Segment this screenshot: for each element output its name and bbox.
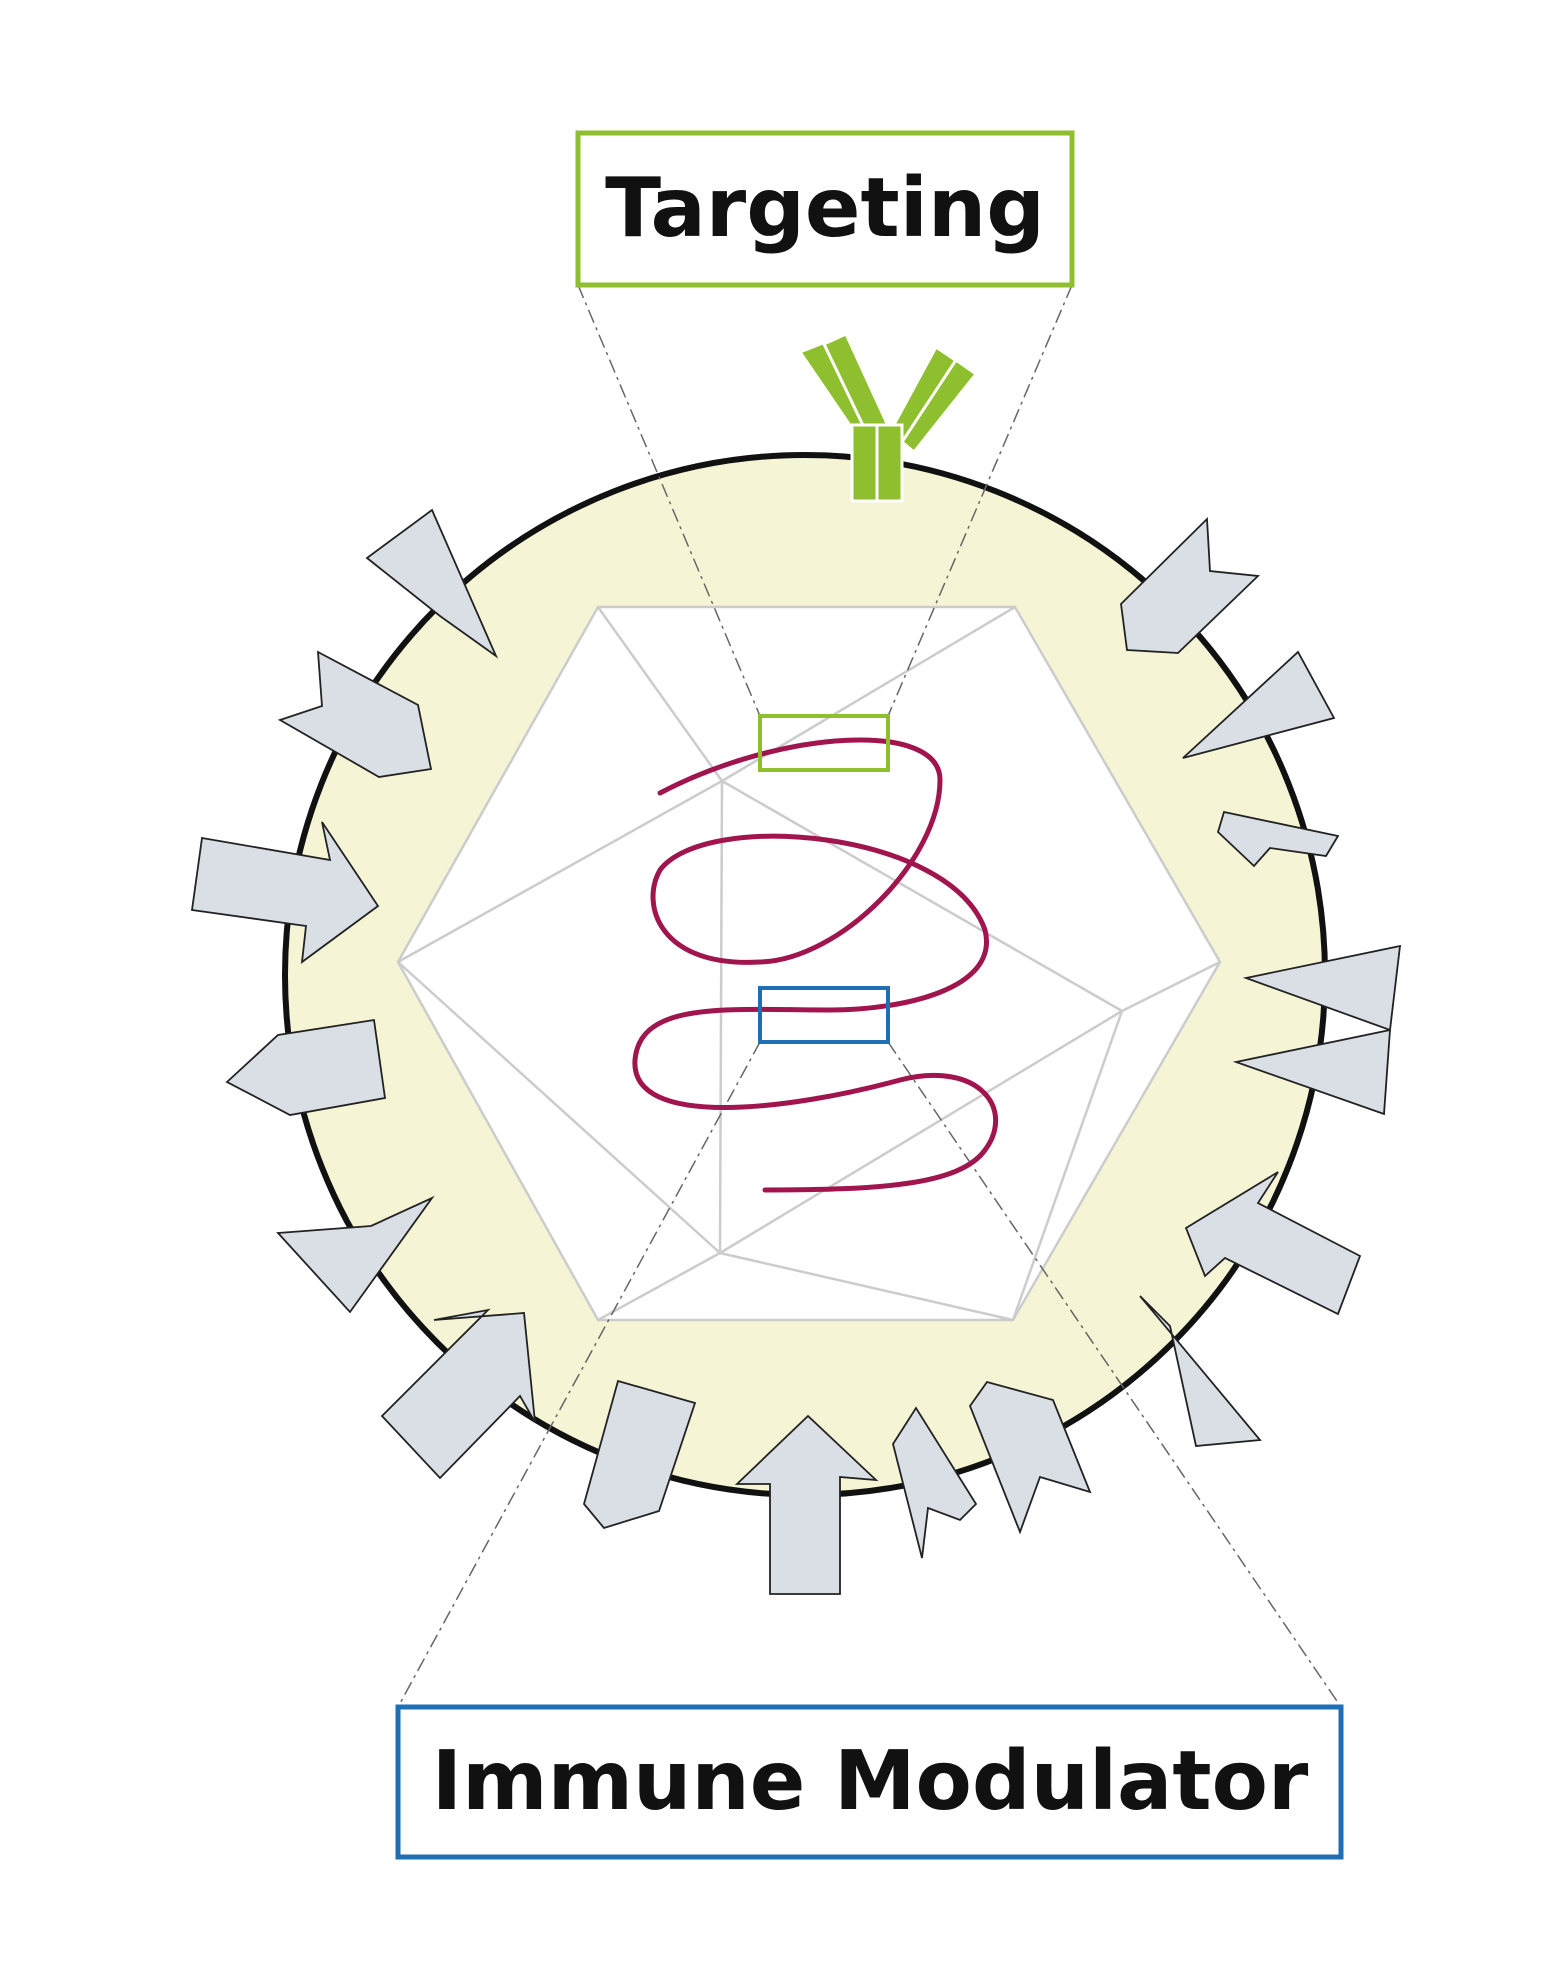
immune-modulator-zoom-box <box>758 986 890 1044</box>
helix-strand-icon <box>632 737 999 1193</box>
capsid-icon <box>396 605 1222 1322</box>
targeting-zoom-box <box>758 714 890 772</box>
antibody-icon <box>797 332 979 503</box>
targeting-label-box <box>575 130 1075 288</box>
immune-modulator-label-box <box>395 1704 1344 1860</box>
targeting-label: Targeting <box>605 161 1045 256</box>
zoom-guides <box>397 284 1342 1708</box>
spike-glycoprotein-icon <box>190 508 1402 1595</box>
immune-modulator-label: Immune Modulator <box>432 1734 1309 1829</box>
